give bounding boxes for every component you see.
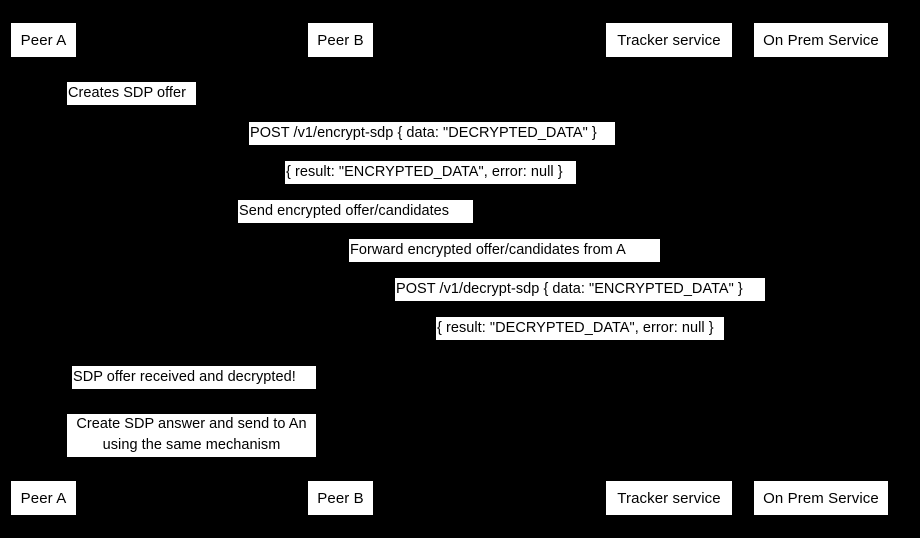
participant-on-prem-service[interactable]: On Prem Service [753, 22, 889, 58]
participant-footer-tracker-service-label: Tracker service [617, 489, 721, 507]
participant-footer-peer-a-label: Peer A [20, 489, 67, 507]
message-label-encrypt-sdp-request: POST /v1/encrypt-sdp { data: "DECRYPTED_… [249, 122, 615, 145]
participant-tracker-service-label: Tracker service [617, 31, 721, 49]
participant-footer-peer-b[interactable]: Peer B [307, 480, 374, 516]
participant-on-prem-service-label: On Prem Service [763, 31, 879, 49]
participant-footer-peer-a[interactable]: Peer A [10, 480, 77, 516]
participant-footer-on-prem-service-label: On Prem Service [763, 489, 879, 507]
participant-peer-b-label: Peer B [317, 31, 364, 49]
participant-footer-tracker-service[interactable]: Tracker service [605, 480, 733, 516]
message-label-send-encrypted-offer: Send encrypted offer/candidates [238, 200, 473, 223]
participant-peer-a[interactable]: Peer A [10, 22, 77, 58]
message-label-decrypt-sdp-request: POST /v1/decrypt-sdp { data: "ENCRYPTED_… [395, 278, 765, 301]
message-label-create-sdp-answer: Create SDP answer and send to An using t… [67, 414, 316, 457]
message-label-forward-encrypted-offer: Forward encrypted offer/candidates from … [349, 239, 660, 262]
lifeline-on-prem [820, 58, 821, 480]
lifeline-peer-a [43, 58, 44, 480]
participant-peer-a-label: Peer A [20, 31, 67, 49]
participant-footer-peer-b-label: Peer B [317, 489, 364, 507]
participant-peer-b[interactable]: Peer B [307, 22, 374, 58]
self-call-loop-peer-a [43, 84, 67, 104]
message-label-decrypt-sdp-response: { result: "DECRYPTED_DATA", error: null … [436, 317, 724, 340]
lifeline-peer-b [340, 58, 341, 480]
message-label-sdp-offer-received: SDP offer received and decrypted! [72, 366, 316, 389]
message-label-creates-sdp-offer: Creates SDP offer [67, 82, 196, 105]
lifeline-tracker [668, 58, 669, 480]
participant-footer-on-prem-service[interactable]: On Prem Service [753, 480, 889, 516]
message-label-encrypt-sdp-response: { result: "ENCRYPTED_DATA", error: null … [285, 161, 576, 184]
participant-tracker-service[interactable]: Tracker service [605, 22, 733, 58]
